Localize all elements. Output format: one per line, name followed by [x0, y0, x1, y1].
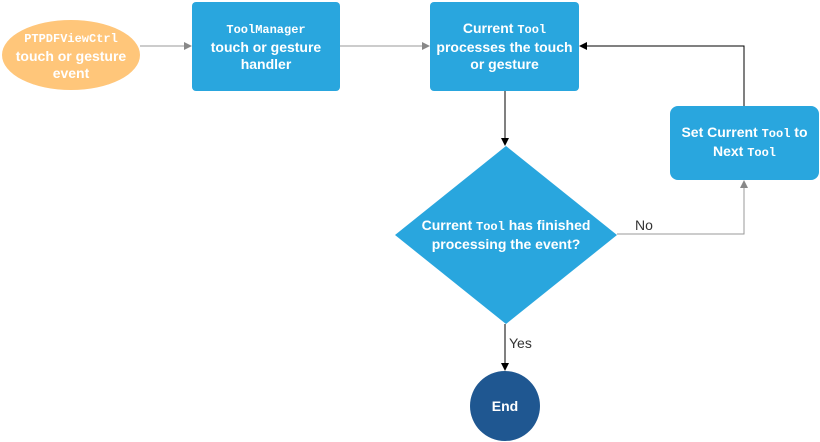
toolmanager-handler-box: ToolManager touch or gesture handler [192, 2, 340, 91]
set-next-tool-box: Set Current Tool to Next Tool [670, 106, 819, 180]
decision-line2: processing the event? [431, 236, 581, 252]
decision-diamond [395, 146, 617, 324]
decision-prefix: Current [421, 217, 477, 233]
current-tool-line2: processes the touch [436, 39, 573, 55]
end-circle: End [470, 371, 540, 441]
decision-code: Tool [476, 220, 505, 234]
current-tool-code: Tool [517, 23, 547, 37]
start-text-label: touch or gesture event [15, 47, 127, 81]
current-tool-prefix: Current [462, 20, 518, 36]
edge-label-yes: Yes [509, 335, 532, 351]
arrow-set-next-to-current-tool [579, 42, 745, 106]
arrow-decision-no-to-set-next [617, 180, 748, 235]
toolmanager-line2: touch or gesture [210, 39, 322, 55]
current-tool-process-box: Current Tool processes the touch or gest… [430, 2, 579, 91]
toolmanager-line3: handler [240, 56, 292, 72]
set-next-suffix: to [790, 124, 808, 140]
start-event-ellipse: PTPDFViewCtrl touch or gesture event [2, 20, 140, 90]
decision-label: Current Tool has finished processing the… [395, 200, 617, 270]
decision-suffix: has finished [504, 217, 591, 233]
start-code-label: PTPDFViewCtrl [24, 31, 118, 46]
end-label: End [491, 397, 519, 414]
toolmanager-code-label: ToolManager [226, 23, 306, 37]
set-next-line2-code: Tool [747, 146, 777, 160]
set-next-line2-prefix: Next [712, 143, 748, 159]
edge-label-no: No [635, 217, 653, 233]
set-next-code: Tool [761, 127, 791, 141]
set-next-prefix: Set Current [681, 124, 762, 140]
current-tool-line3: or gesture [470, 56, 539, 72]
